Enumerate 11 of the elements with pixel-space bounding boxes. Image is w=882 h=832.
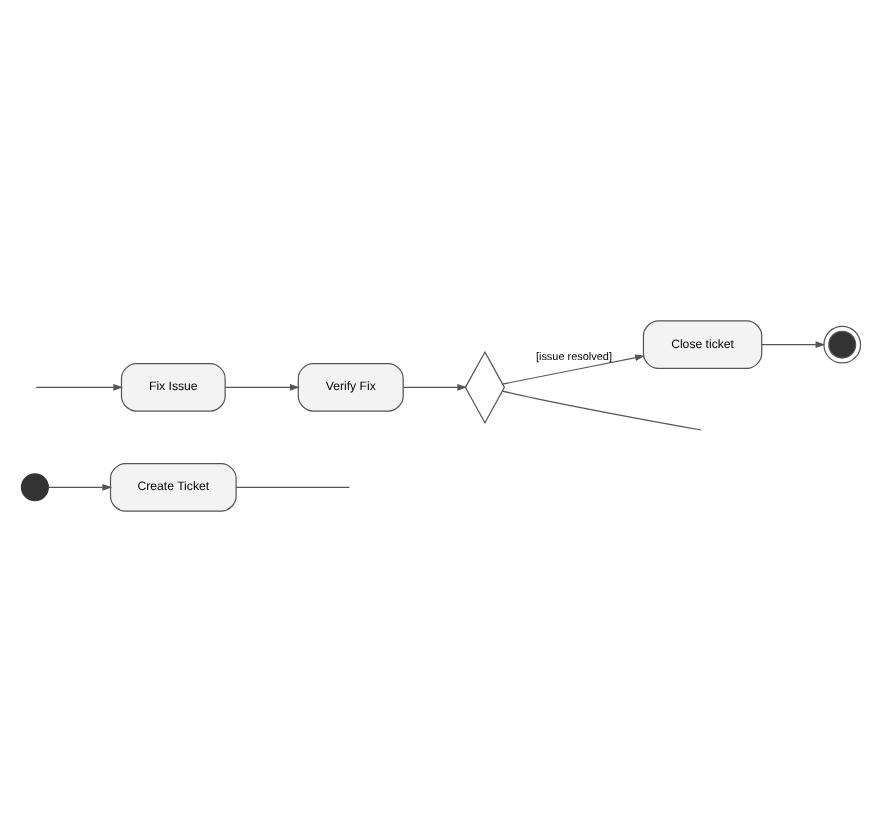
connector (501, 390, 702, 431)
node-circle (823, 325, 862, 364)
connector (235, 486, 350, 488)
arrow (502, 354, 645, 385)
node-circle (20, 473, 49, 502)
arrow (48, 483, 113, 491)
arrow (402, 383, 468, 391)
arrow (224, 383, 300, 391)
arrow (761, 341, 826, 349)
node-diamond (464, 350, 506, 424)
arrow (35, 383, 124, 391)
